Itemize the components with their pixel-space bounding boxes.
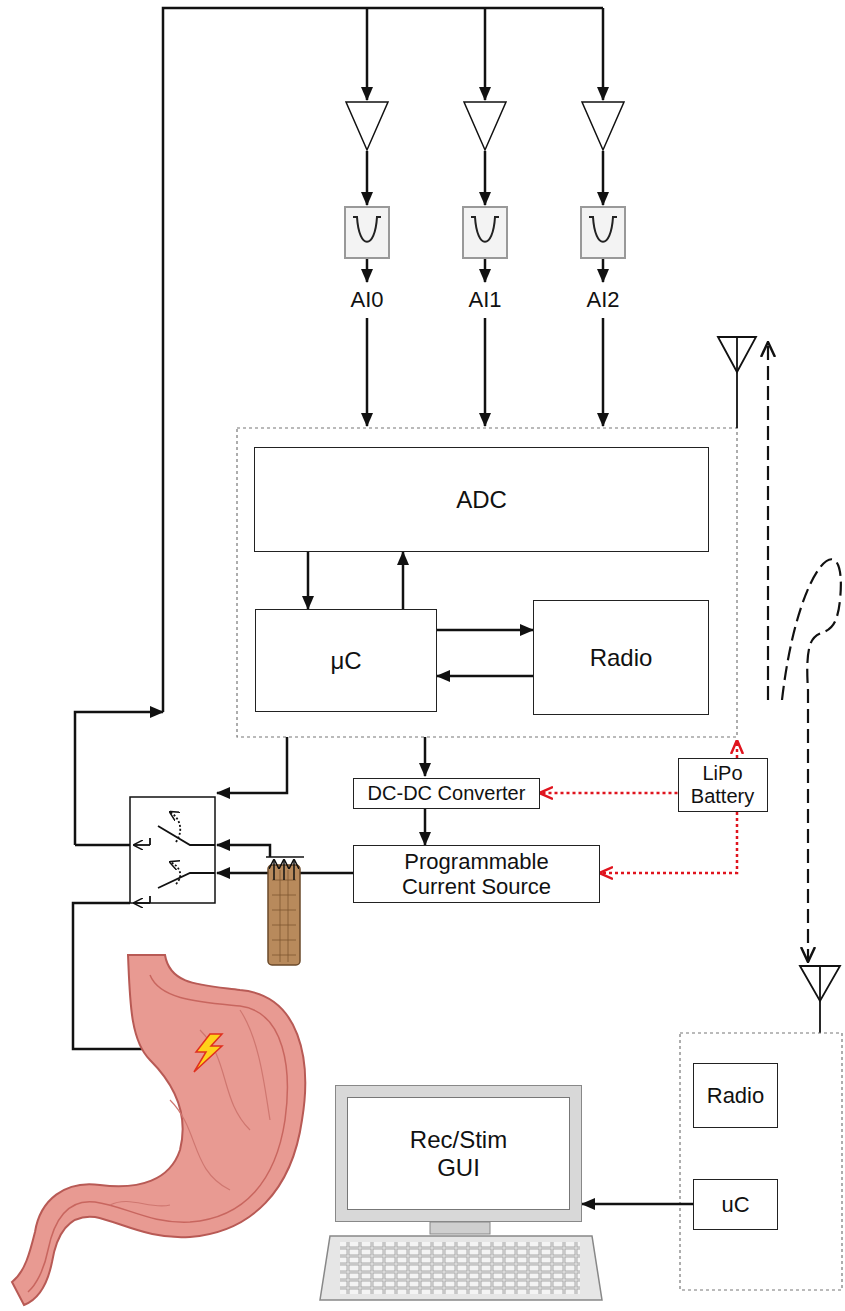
screen-panel: Rec/Stim GUI: [347, 1097, 570, 1210]
node-text: ADC: [456, 486, 507, 514]
signal-name: AI1: [466, 288, 503, 312]
sense-wires: [75, 8, 603, 845]
amplifier-symbols: [346, 102, 624, 150]
power-connector: [540, 792, 678, 795]
adc-block: ADC: [254, 447, 709, 552]
node-text: DC-DC Converter: [368, 782, 526, 805]
node-text: μC: [330, 647, 361, 675]
microcontroller-block: μC: [255, 609, 437, 712]
supply-wire: [736, 741, 739, 758]
radio-block: Radio: [533, 600, 709, 715]
converter-block: DC-DC Converter: [353, 778, 540, 809]
filter-symbols: [345, 207, 625, 258]
power-enable-wire: [424, 737, 427, 776]
receiver-boundary: [680, 1033, 842, 1290]
current-source-block: Programmable Current Source: [353, 845, 600, 903]
node-text: Programmable Current Source: [377, 849, 577, 900]
module-boundary: [237, 428, 737, 737]
stomach-illustration: [12, 860, 305, 1305]
signal-name: AI0: [348, 288, 385, 312]
node-text: LiPo Battery: [684, 762, 762, 808]
signal-name: AI2: [584, 288, 621, 312]
signal-connector: [424, 809, 427, 845]
node-text: Radio: [590, 644, 653, 672]
wireless-link: [768, 342, 841, 962]
battery-block: LiPo Battery: [678, 758, 768, 812]
node-text: uC: [721, 1192, 749, 1217]
signal-connector: [582, 1203, 693, 1206]
microcontroller-block: uC: [693, 1179, 778, 1230]
power-connector: [600, 812, 737, 873]
signal-connector: [437, 675, 533, 678]
radio-block: Radio: [693, 1063, 778, 1128]
signal-connector: [437, 629, 533, 632]
node-text: Radio: [707, 1083, 764, 1108]
monitor-screen: Rec/Stim GUI: [335, 1085, 582, 1222]
signal-connector: [307, 552, 310, 609]
signal-connector: [402, 552, 405, 609]
antenna: [718, 337, 756, 428]
computer-illustration: [320, 1222, 602, 1300]
node-text: Rec/Stim GUI: [399, 1126, 519, 1181]
switch-matrix: [130, 797, 215, 903]
antenna: [800, 966, 840, 1033]
